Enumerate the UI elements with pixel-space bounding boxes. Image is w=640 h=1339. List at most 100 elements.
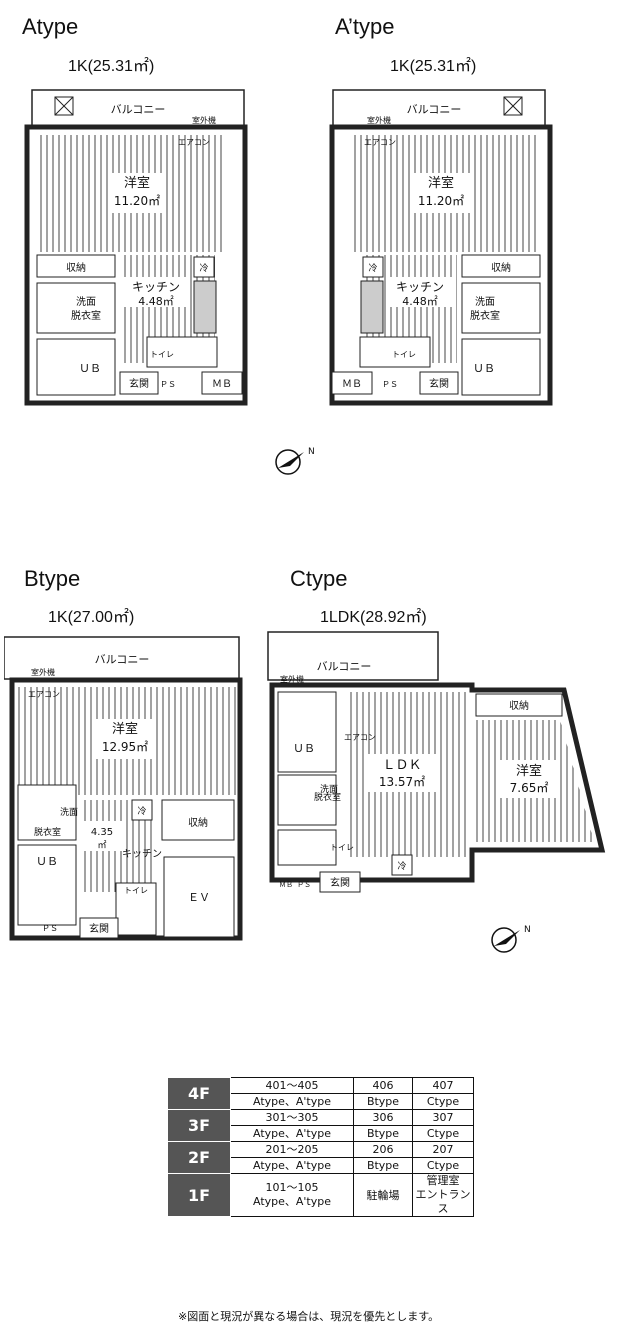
aprime-title: A’type [335,14,395,39]
floor-2f-cell-ctype: Ctype [412,1157,474,1174]
ctype-title: Ctype [290,566,348,591]
floor-3f-cell-types: Atype、A'type [230,1125,354,1142]
aprime-storage-label: 収納 [491,261,511,274]
aprime-western-area: 11.20㎡ [418,194,464,208]
floor-4f-cell-units: 401～405 [230,1077,354,1094]
aprime-mb-label: ＭＢ [342,379,362,390]
aprime-washroom-label-2: 脱衣室 [470,309,500,322]
btype-ps-label: ＰＳ [42,924,58,933]
aprime-kitchen-label: キッチン [396,280,444,294]
floor-2f-cell-btype: Btype [353,1157,413,1174]
ctype-ldk-area: 13.57㎡ [379,775,425,789]
floor-4f-cell-406: 406 [353,1077,413,1094]
compass-north-icon-2: N [491,925,531,953]
aprime-kitchen-area: 4.48㎡ [402,295,438,308]
floor-label-3f: 3F [167,1109,231,1142]
floor-3f-cell-307: 307 [412,1109,474,1126]
btype-floorplan: バルコニー 室外機 エアコン 洋室 12.95㎡ 脱衣室 洗面 4.35 ㎡ キ… [4,636,243,941]
atype-toilet-label: トイレ [150,350,174,359]
ctype-balcony-label: バルコニー [317,660,372,673]
atype-fridge-label: 冷 [199,262,208,274]
atype-aircon-label: エアコン [178,138,210,147]
floor-2f-cell-207: 207 [412,1141,474,1158]
floor-label-1f: 1F [167,1173,231,1217]
ctype-bath-label: ＵＢ [293,742,315,755]
floor-table: 4F 401～405 406 407 Atype、A'type Btype Ct… [167,1077,474,1217]
compass-label-2: N [524,925,531,935]
aprime-bath-label: ＵＢ [473,362,495,375]
aprime-balcony-label: バルコニー [407,103,462,116]
btype-toilet-label: トイレ [124,886,148,895]
floor-1f-cell-office: 管理室 エントランス [412,1173,474,1217]
atype-bath-label: ＵＢ [79,362,101,375]
aprime-area: 1K(25.31㎡) [390,58,477,75]
floor-1f-cell-units: 101～105 Atype、A'type [230,1173,354,1217]
btype-storage-label: 収納 [188,816,208,829]
btype-western-room-label: 洋室 [112,721,138,737]
ctype-floorplan: バルコニー 室外機 ＵＢ エアコン ＬＤＫ 13.57㎡ 収納 洋室 7.65㎡… [267,631,606,893]
floor-3f-cell-btype: Btype [353,1125,413,1142]
atype-mb-label: ＭＢ [212,379,232,390]
btype-title: Btype [24,566,81,591]
atype-floorplan: バルコニー 室外機 エアコン 洋室 11.20㎡ 収納 キッチン 4.48㎡ 冷… [24,89,248,406]
aprime-aircon-label: エアコン [364,138,396,147]
floor-3f-cell-ctype: Ctype [412,1125,474,1142]
btype-aircon-label: エアコン [28,690,60,699]
atype-area: 1K(25.31㎡) [68,58,155,75]
floor-3f-cell-306: 306 [353,1109,413,1126]
aprime-entrance-label: 玄関 [429,377,449,390]
ctype-toilet-label: トイレ [330,843,354,852]
ctype-dress-label-2: 洗面 [320,783,338,795]
floor-label-2f: 2F [167,1141,231,1174]
atype-ps-label: ＰＳ [160,380,176,389]
floor-3f-cell-units: 301～305 [230,1109,354,1126]
atype-western-room-label: 洋室 [124,175,150,191]
atype-stove-icon [193,280,217,334]
ctype-mb-label: ＭＢ [279,881,293,889]
btype-fridge-label: 冷 [137,805,146,817]
btype-kitchen-label: キッチン [122,848,162,860]
aprime-fridge-label: 冷 [368,262,377,274]
floor-label-4f: 4F [167,1077,231,1110]
btype-entrance-label: 玄関 [89,922,109,935]
ctype-fridge-label: 冷 [397,860,406,872]
aprime-outdoor-unit-label: 室外機 [367,115,391,125]
aprime-stove-icon [360,280,384,334]
floor-4f-cell-btype: Btype [353,1093,413,1110]
atype-entrance-label: 玄関 [129,377,149,390]
aprime-western-room-label: 洋室 [428,175,454,191]
floor-2f-cell-types: Atype、A'type [230,1157,354,1174]
floor-1f-cell-bike: 駐輪場 [353,1173,413,1217]
btype-western-area: 12.95㎡ [102,740,148,754]
ctype-western-room-label: 洋室 [516,763,542,779]
floor-4f-cell-407: 407 [412,1077,474,1094]
btype-area: 1K(27.00㎡) [48,609,135,626]
ctype-aircon-label: エアコン [344,733,376,742]
aprime-balcony-drain-icon [503,96,523,116]
aprime-floorplan: バルコニー 室外機 エアコン 洋室 11.20㎡ 収納 キッチン 4.48㎡ 冷… [329,89,553,406]
atype-balcony-drain-icon [54,96,74,116]
btype-kitchen-unit: ㎡ [97,840,106,851]
compass-north-icon: N [275,447,315,475]
btype-kitchen-area: 4.35 [91,827,113,838]
floor-2f-cell-206: 206 [353,1141,413,1158]
atype-washroom-label-1: 洗面 [76,296,96,308]
floor-2f-cell-units: 201～205 [230,1141,354,1158]
atype-balcony-label: バルコニー [111,103,166,116]
atype-kitchen-area: 4.48㎡ [138,295,174,308]
ctype-storage-label: 収納 [509,699,529,712]
disclaimer-note: ※図面と現況が異なる場合は、現況を優先とします。 [178,1310,440,1323]
floor-4f-cell-ctype: Ctype [412,1093,474,1110]
atype-outdoor-unit-label: 室外機 [192,115,216,125]
atype-title: Atype [22,14,79,39]
ctype-ldk-label: ＬＤＫ [382,758,421,773]
ctype-dress-label-1: 脱衣室 [314,791,341,803]
btype-balcony-label: バルコニー [95,653,150,666]
btype-ev-label: ＥＶ [188,891,210,904]
ctype-outdoor-unit-label: 室外機 [280,674,304,684]
atype-western-area: 11.20㎡ [114,194,160,208]
compass-label: N [308,447,315,457]
ctype-entrance-label: 玄関 [330,876,350,889]
btype-outdoor-unit-label: 室外機 [31,667,55,677]
btype-dress-label-1: 脱衣室 [34,826,61,838]
